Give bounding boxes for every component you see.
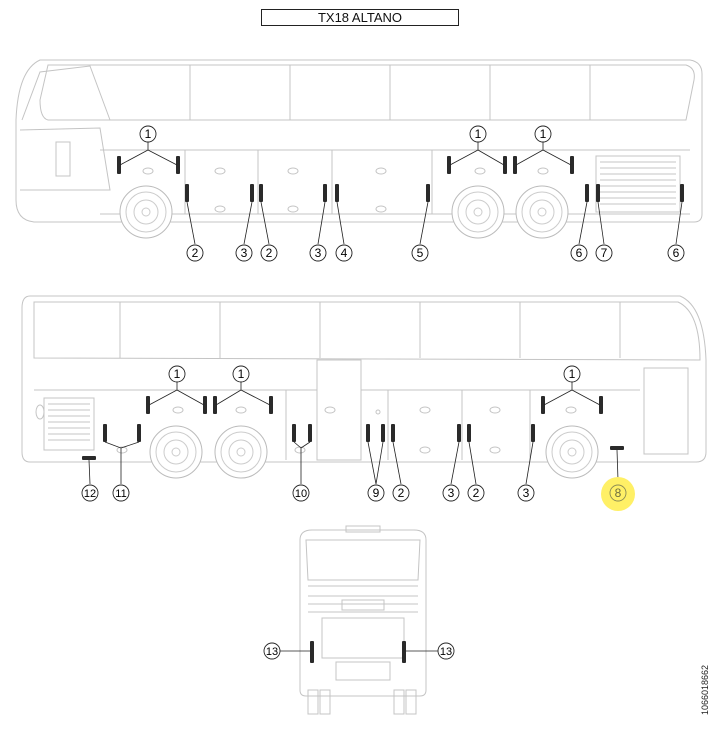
callout-label: 6 — [576, 246, 583, 260]
callouts: 1 1 1 2 3 2 3 4 5 6 7 6 1 1 1 12 11 10 9… — [81, 125, 685, 660]
bus-side-view-bottom — [21, 295, 707, 463]
callout-top-1b: 1 — [469, 125, 487, 143]
callout-label: 3 — [448, 486, 455, 500]
lamp-markers-bottom — [82, 396, 624, 460]
callout-label: 1 — [475, 127, 482, 141]
callout-bottom-1a: 1 — [168, 365, 186, 383]
callout-rear-13b: 13 — [437, 642, 455, 660]
callout-top-5: 5 — [411, 244, 429, 262]
lamp-markers-top — [117, 156, 684, 202]
callout-top-4: 4 — [335, 244, 353, 262]
callout-label: 10 — [295, 488, 307, 500]
callout-top-7: 7 — [595, 244, 613, 262]
callout-bottom-1c: 1 — [563, 365, 581, 383]
callout-label: 6 — [673, 246, 680, 260]
bus-rear-view — [299, 525, 427, 715]
callout-label: 5 — [417, 246, 424, 260]
callout-label: 2 — [266, 246, 273, 260]
callout-label: 2 — [398, 486, 405, 500]
callout-label: 1 — [238, 367, 245, 381]
callout-top-1a: 1 — [139, 125, 157, 143]
callout-rear-13a: 13 — [263, 642, 281, 660]
callout-label: 11 — [115, 488, 126, 500]
callout-label: 3 — [315, 246, 322, 260]
callout-bottom-8-highlighted: 8 — [601, 477, 635, 511]
callout-top-3a: 3 — [235, 244, 253, 262]
callout-label: 2 — [473, 486, 480, 500]
callout-label: 1 — [569, 367, 576, 381]
callout-bottom-3a: 3 — [442, 484, 460, 502]
callout-bottom-2a: 2 — [392, 484, 410, 502]
callout-bottom-9: 9 — [367, 484, 385, 502]
callout-top-2b: 2 — [260, 244, 278, 262]
callout-bottom-10: 10 — [292, 484, 310, 502]
callout-label: 12 — [84, 488, 96, 500]
leader-lines-top — [119, 142, 683, 245]
callout-top-2a: 2 — [186, 244, 204, 262]
callout-top-3b: 3 — [309, 244, 327, 262]
callout-top-1c: 1 — [534, 125, 552, 143]
callout-label: 1 — [145, 127, 152, 141]
callout-label: 13 — [266, 646, 278, 658]
callout-bottom-2b: 2 — [467, 484, 485, 502]
callout-bottom-3b: 3 — [517, 484, 535, 502]
leader-lines-bottom — [88, 382, 619, 485]
callout-label: 3 — [241, 246, 248, 260]
callout-label: 7 — [601, 246, 608, 260]
callout-label: 9 — [373, 486, 380, 500]
callout-label: 4 — [341, 246, 348, 260]
callout-label: 8 — [615, 486, 622, 500]
callout-bottom-11: 11 — [112, 484, 130, 502]
callout-label: 13 — [440, 646, 452, 658]
diagram-title: TX18 ALTANO — [261, 9, 459, 26]
callout-bottom-1b: 1 — [232, 365, 250, 383]
callout-label: 1 — [540, 127, 547, 141]
callout-top-6b: 6 — [667, 244, 685, 262]
callout-label: 1 — [174, 367, 181, 381]
callout-top-6a: 6 — [570, 244, 588, 262]
document-id: 1066018662 — [700, 664, 710, 715]
callout-label: 3 — [523, 486, 530, 500]
bus-side-view-top — [15, 59, 703, 223]
callout-bottom-12: 12 — [81, 484, 99, 502]
highlight-marker — [601, 477, 635, 511]
callout-label: 2 — [192, 246, 199, 260]
lamp-markers-rear — [310, 641, 406, 663]
